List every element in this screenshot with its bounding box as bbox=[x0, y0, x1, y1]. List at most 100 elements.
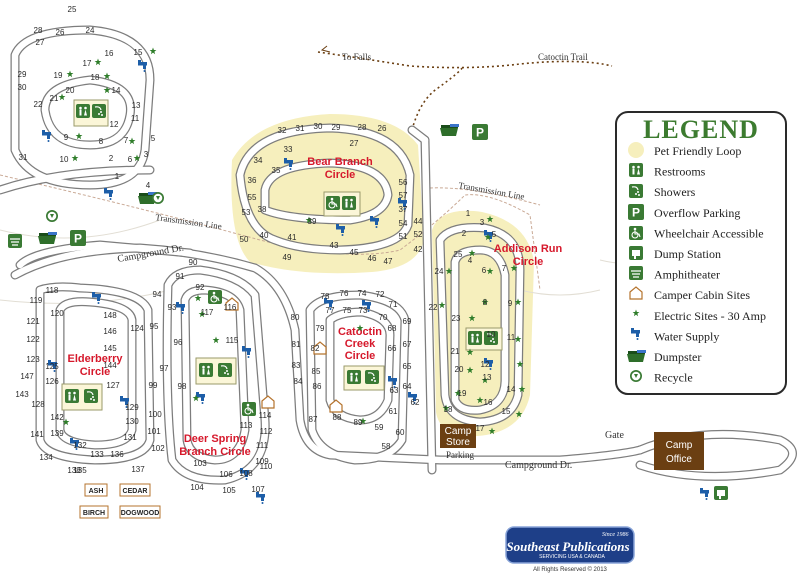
site-number: 26 bbox=[56, 28, 65, 37]
site-number: 115 bbox=[226, 336, 239, 345]
gate-label: Gate bbox=[605, 430, 624, 441]
site-number: 130 bbox=[125, 417, 139, 426]
site-number: 126 bbox=[45, 377, 59, 386]
legend-recycle-icon bbox=[630, 370, 642, 382]
site-number: 11 bbox=[131, 114, 140, 123]
site-number: 52 bbox=[414, 230, 423, 239]
site-number: 114 bbox=[259, 411, 272, 420]
site-number: 87 bbox=[309, 415, 318, 424]
site-number: 93 bbox=[168, 303, 177, 312]
site-number: 92 bbox=[196, 283, 205, 292]
loop-name-bear-branch: Bear Branch Circle bbox=[307, 156, 373, 181]
svg-text:Creek: Creek bbox=[345, 338, 376, 350]
site-number: 22 bbox=[429, 303, 438, 312]
site-number: 38 bbox=[258, 205, 267, 214]
legend-item-label: Wheelchair Accessible bbox=[654, 226, 764, 240]
site-number: 10 bbox=[60, 155, 69, 164]
site-number: 131 bbox=[123, 433, 137, 442]
site-number: 31 bbox=[296, 124, 305, 133]
svg-text:Circle: Circle bbox=[325, 169, 356, 181]
site-number: 47 bbox=[384, 257, 393, 266]
site-number: 5 bbox=[492, 230, 497, 239]
site-number: 84 bbox=[294, 377, 303, 386]
legend-item-label: Dump Station bbox=[654, 247, 721, 261]
site-number: 34 bbox=[254, 156, 263, 165]
site-number: 99 bbox=[149, 381, 158, 390]
site-number: 16 bbox=[105, 49, 114, 58]
site-number: 105 bbox=[222, 486, 236, 495]
camp-office[interactable]: Camp Office bbox=[654, 432, 704, 470]
site-number: 13 bbox=[483, 373, 492, 382]
site-number: 96 bbox=[174, 338, 183, 347]
site-number: 50 bbox=[240, 235, 249, 244]
wheelchair-icon-deer-spring bbox=[207, 289, 223, 305]
site-number: 59 bbox=[375, 423, 384, 432]
legend-item-label: Overflow Parking bbox=[654, 206, 740, 220]
site-number: 55 bbox=[248, 193, 257, 202]
site-number: 89 bbox=[354, 418, 363, 427]
overflow-parking-icon-west bbox=[70, 230, 86, 246]
site-number: 24 bbox=[86, 26, 95, 35]
site-number: 64 bbox=[403, 382, 412, 391]
camp-store[interactable]: Camp Store bbox=[440, 424, 476, 448]
legend-item-label: Dumpster bbox=[654, 350, 701, 364]
site-number: 119 bbox=[30, 296, 43, 305]
transmission-line-upper bbox=[429, 187, 541, 206]
site-number: 23 bbox=[452, 314, 461, 323]
site-number: 103 bbox=[193, 459, 207, 468]
site-number: 1 bbox=[466, 209, 471, 218]
svg-text:Elderberry: Elderberry bbox=[67, 353, 123, 365]
svg-text:Circle: Circle bbox=[513, 256, 544, 268]
site-number: 81 bbox=[292, 340, 301, 349]
svg-text:Branch Circle: Branch Circle bbox=[179, 446, 251, 458]
site-number: 15 bbox=[502, 407, 511, 416]
svg-text:Addison Run: Addison Run bbox=[494, 243, 563, 255]
site-number: 56 bbox=[399, 178, 408, 187]
site-number: 17 bbox=[476, 424, 485, 433]
site-number: 95 bbox=[150, 322, 159, 331]
dump-station-icon bbox=[714, 486, 728, 500]
publisher-logo: Since 1986 Southeast Publications SERVIC… bbox=[505, 526, 635, 573]
site-number: 62 bbox=[411, 398, 420, 407]
trail-catoctin-label: Catoctin Trail bbox=[538, 52, 588, 62]
site-number: 136 bbox=[110, 450, 124, 459]
site-number: 71 bbox=[389, 300, 398, 309]
site-number: 120 bbox=[50, 309, 64, 318]
site-number: 60 bbox=[396, 428, 405, 437]
site-number: 27 bbox=[350, 139, 359, 148]
svg-text:Bear Branch: Bear Branch bbox=[307, 156, 373, 168]
svg-text:DOGWOOD: DOGWOOD bbox=[121, 510, 160, 517]
site-number: 14 bbox=[112, 86, 121, 95]
legend-item-label: Restrooms bbox=[654, 165, 706, 179]
site-number: 117 bbox=[201, 308, 214, 317]
site-number: 102 bbox=[151, 444, 165, 453]
site-number: 63 bbox=[390, 386, 399, 395]
legend-wheelchair-icon bbox=[628, 225, 644, 241]
site-number: 70 bbox=[379, 313, 388, 322]
site-number: 29 bbox=[18, 70, 27, 79]
legend-item-label: Recycle bbox=[654, 371, 693, 385]
site-number: 25 bbox=[68, 5, 77, 14]
site-number: 83 bbox=[292, 361, 301, 370]
site-number: 20 bbox=[66, 86, 75, 95]
site-number: 116 bbox=[224, 303, 237, 312]
site-number: 76 bbox=[340, 289, 349, 298]
site-number: 141 bbox=[30, 430, 44, 439]
trail-to-falls bbox=[317, 51, 613, 69]
overflow-parking-icon bbox=[472, 124, 488, 140]
site-number: 143 bbox=[15, 390, 29, 399]
site-number: 7 bbox=[502, 264, 507, 273]
site-number: 125 bbox=[45, 362, 59, 371]
dumpster-icon-west bbox=[38, 232, 57, 244]
site-number: 111 bbox=[256, 441, 269, 450]
loop-name-elderberry: Elderberry Circle bbox=[67, 353, 123, 378]
site-number: 112 bbox=[260, 427, 273, 436]
legend-item-label: Camper Cabin Sites bbox=[654, 288, 750, 302]
site-number: 27 bbox=[36, 38, 45, 47]
site-number: 40 bbox=[260, 231, 269, 240]
site-number: 19 bbox=[54, 71, 63, 80]
